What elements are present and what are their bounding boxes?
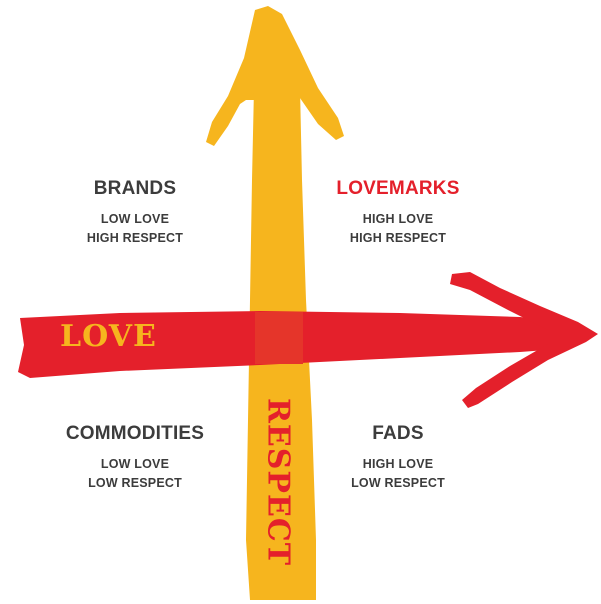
love-axis-label: LOVE <box>60 319 157 354</box>
quadrant-love-level: HIGH LOVE <box>362 457 434 471</box>
love-arrow-head <box>450 272 598 408</box>
respect-arrow-head <box>206 6 344 146</box>
quadrant-brands: BRANDS LOW LOVE HIGH RESPECT <box>55 178 215 248</box>
quadrant-love-level: HIGH LOVE <box>362 212 434 226</box>
quadrant-love-level: LOW LOVE <box>100 212 170 226</box>
quadrant-respect-level: LOW RESPECT <box>88 476 182 490</box>
quadrant-love-level: LOW LOVE <box>100 457 170 471</box>
quadrant-commodities: COMMODITIES LOW LOVE LOW RESPECT <box>45 423 225 493</box>
quadrant-lovemarks: LOVEMARKS HIGH LOVE HIGH RESPECT <box>318 178 478 248</box>
quadrant-respect-level: HIGH RESPECT <box>349 231 447 245</box>
quadrant-title: COMMODITIES <box>65 423 205 444</box>
respect-axis-label: RESPECT <box>260 397 296 567</box>
quadrant-respect-level: HIGH RESPECT <box>86 231 184 245</box>
quadrant-fads: FADS HIGH LOVE LOW RESPECT <box>318 423 478 493</box>
quadrant-title: FADS <box>372 423 424 444</box>
quadrant-title: LOVEMARKS <box>336 178 460 199</box>
quadrant-respect-level: LOW RESPECT <box>351 476 445 490</box>
axes-overlap <box>255 312 303 364</box>
quadrant-title: BRANDS <box>93 178 177 199</box>
